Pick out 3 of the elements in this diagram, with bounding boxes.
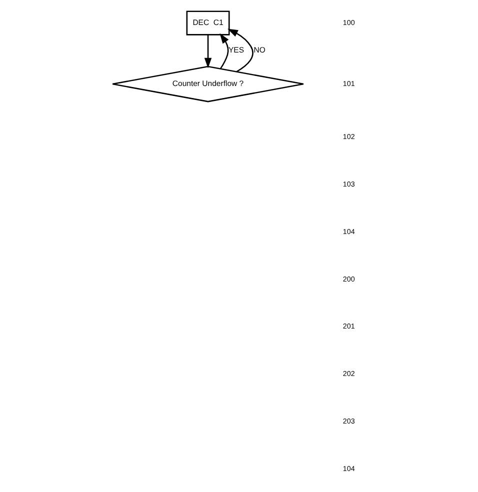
- arrow: [219, 33, 228, 69]
- arrow: [227, 28, 253, 72]
- arrow: [204, 34, 212, 68]
